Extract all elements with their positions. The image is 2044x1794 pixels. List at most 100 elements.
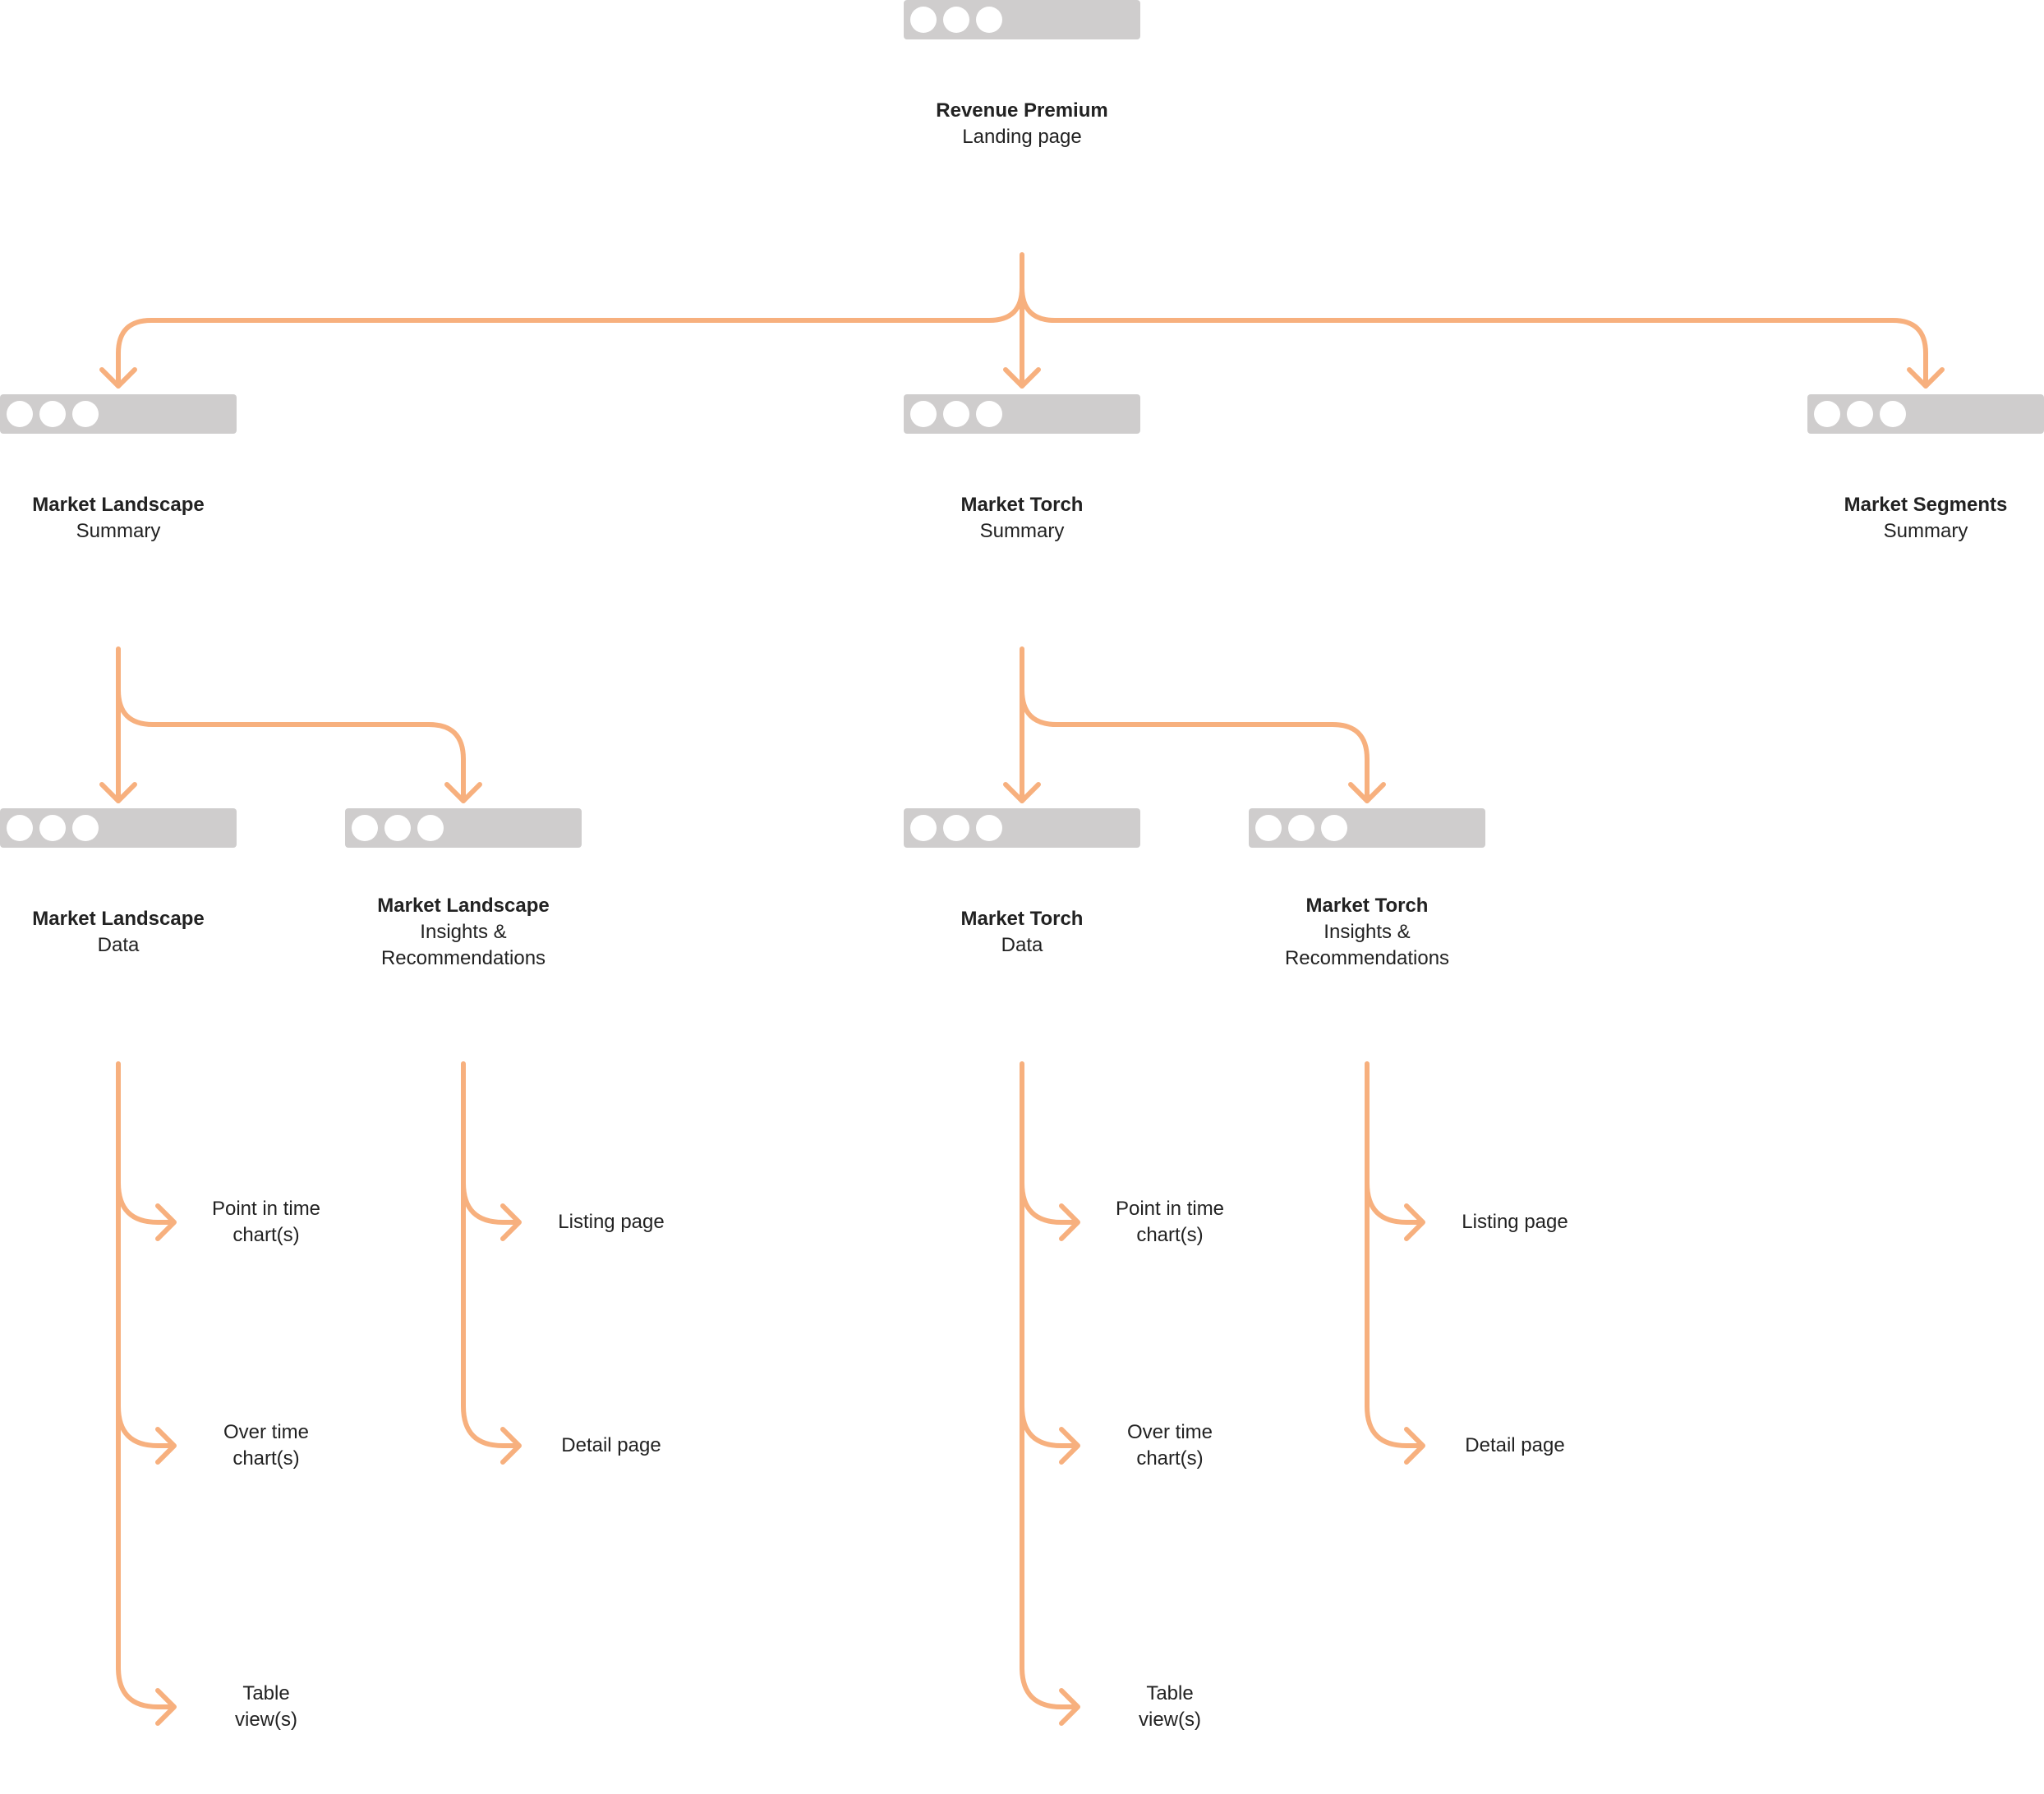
leaf-text: Over time [223, 1421, 309, 1443]
arrowhead [500, 1203, 522, 1241]
window-dot [72, 401, 99, 427]
arrowhead [1348, 782, 1386, 803]
node-title: Market Landscape [32, 908, 205, 930]
node-title: Market Segments [1844, 494, 2008, 516]
leaf-text: chart(s) [1136, 1224, 1204, 1246]
node-market-torch-insights: Market Torch Insights & Recommendations [1203, 893, 1531, 972]
connector-torch-insights-trunk [1365, 1061, 1424, 1448]
window-dot [352, 815, 378, 841]
node-market-torch-data: Market Torch Data [858, 906, 1186, 959]
window-icon-market-landscape-summary [0, 394, 237, 434]
leaf-text: chart(s) [232, 1224, 300, 1246]
node-title: Market Torch [960, 908, 1084, 930]
connector-root-to-landscape [116, 285, 1024, 389]
window-icon-market-segments-summary [1807, 394, 2044, 434]
connector-torch-to-insights [1020, 688, 1370, 803]
leaf-point-in-time-charts: Point in time chart(s) [159, 1196, 373, 1249]
window-dot [943, 401, 969, 427]
arrowhead [155, 1203, 177, 1241]
arrowhead [1404, 1427, 1425, 1465]
arrowhead [500, 1427, 522, 1465]
window-dot [1255, 815, 1282, 841]
arrowhead [444, 782, 482, 803]
leaf-text: Listing page [1462, 1211, 1568, 1233]
arrowhead [99, 367, 137, 389]
leaf-text: view(s) [235, 1709, 297, 1731]
window-dot [417, 815, 444, 841]
arrowhead [1059, 1203, 1080, 1241]
leaf-detail-page: Detail page [1408, 1433, 1622, 1459]
node-title: Market Landscape [377, 895, 550, 917]
window-dot [7, 815, 33, 841]
window-dot [1847, 401, 1873, 427]
window-dot [976, 7, 1002, 33]
leaf-text: Point in time [1115, 1198, 1225, 1220]
leaf-text: Detail page [1465, 1434, 1565, 1456]
leaf-table-views: Table view(s) [159, 1681, 373, 1733]
arrowhead [1003, 782, 1041, 803]
connector-torch-data-trunk [1020, 1061, 1079, 1709]
connector-leaf [461, 1180, 520, 1225]
window-dot [384, 815, 411, 841]
leaf-point-in-time-charts: Point in time chart(s) [1063, 1196, 1277, 1249]
window-icon-market-torch-summary [904, 394, 1140, 434]
window-dot [910, 815, 937, 841]
arrowhead [1059, 1688, 1080, 1726]
node-title: Market Torch [960, 494, 1084, 516]
window-icon-root [904, 0, 1140, 39]
leaf-text: chart(s) [232, 1447, 300, 1470]
connector-root-to-segments [1020, 285, 1928, 389]
window-dot [72, 815, 99, 841]
node-subtitle: Recommendations [1284, 947, 1450, 969]
window-dot [1880, 401, 1906, 427]
node-market-landscape-data: Market Landscape Data [0, 906, 283, 959]
leaf-text: chart(s) [1136, 1447, 1204, 1470]
node-market-torch-summary: Market Torch Summary [858, 492, 1186, 545]
leaf-text: Over time [1126, 1421, 1213, 1443]
connector-leaf [116, 1404, 175, 1448]
window-icon-market-torch-data [904, 808, 1140, 848]
connector-landscape-data-trunk [116, 1061, 175, 1709]
leaf-listing-page: Listing page [504, 1209, 718, 1235]
connector-leaf [116, 1180, 175, 1225]
window-dot [1814, 401, 1840, 427]
window-dot [910, 7, 937, 33]
node-subtitle: Data [1001, 934, 1043, 956]
leaf-text: Listing page [558, 1211, 665, 1233]
node-market-landscape-insights: Market Landscape Insights & Recommendati… [299, 893, 628, 972]
node-subtitle: Summary [1883, 520, 1968, 542]
connector-landscape-to-insights [116, 688, 466, 803]
window-dot [910, 401, 937, 427]
node-market-segments-summary: Market Segments Summary [1761, 492, 2044, 545]
arrowhead [155, 1427, 177, 1465]
node-subtitle: Insights & [1324, 921, 1411, 943]
node-subtitle: Insights & [420, 921, 507, 943]
leaf-detail-page: Detail page [504, 1433, 718, 1459]
node-subtitle: Data [97, 934, 140, 956]
window-dot [976, 815, 1002, 841]
node-title: Market Torch [1305, 895, 1429, 917]
arrowhead [1404, 1203, 1425, 1241]
node-root: Revenue Premium Landing page [858, 98, 1186, 150]
leaf-text: Point in time [211, 1198, 321, 1220]
leaf-text: Detail page [561, 1434, 661, 1456]
node-subtitle: Summary [979, 520, 1065, 542]
window-dot [976, 401, 1002, 427]
node-subtitle: Landing page [962, 126, 1082, 148]
arrowhead [1003, 367, 1041, 389]
node-title: Market Landscape [32, 494, 205, 516]
connector-leaf [1020, 1404, 1079, 1448]
leaf-text: Table [1146, 1682, 1194, 1704]
window-dot [1321, 815, 1347, 841]
node-market-landscape-summary: Market Landscape Summary [0, 492, 283, 545]
leaf-text: view(s) [1139, 1709, 1201, 1731]
connector-landscape-insights-trunk [461, 1061, 520, 1448]
window-dot [943, 815, 969, 841]
arrowhead [99, 782, 137, 803]
arrowhead [1059, 1427, 1080, 1465]
window-dot [39, 401, 66, 427]
leaf-over-time-charts: Over time chart(s) [159, 1419, 373, 1472]
connector-leaf [1020, 1180, 1079, 1225]
connector-leaf [1365, 1180, 1424, 1225]
